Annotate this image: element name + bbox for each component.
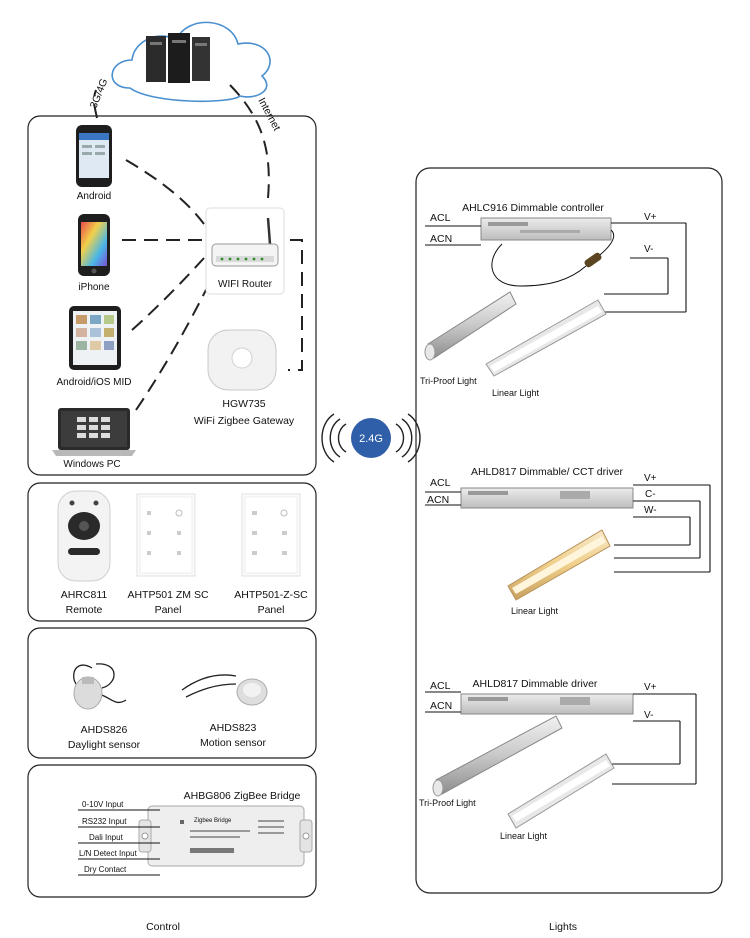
s1-vplus: V+ — [644, 212, 657, 223]
sensor-daylight-type: Daylight sensor — [68, 739, 141, 751]
bridge-input-dry: Dry Contact — [84, 865, 127, 874]
bridge-device-label: Zigbee Bridge — [194, 818, 232, 824]
remote-model: AHRC811 — [61, 589, 108, 601]
s2-driver — [461, 488, 633, 508]
panel-z-sc-model: AHTP501-Z-SC — [234, 589, 308, 601]
s2-vplus: V+ — [644, 473, 657, 484]
s3-driver — [461, 694, 633, 714]
s2-lamp1-label: Linear Light — [511, 606, 559, 616]
bridge-input-rs232: RS232 Input — [82, 817, 127, 826]
device-label-iphone: iPhone — [78, 282, 110, 293]
s2-wminus: W- — [644, 505, 657, 516]
s2-acl: ACL — [430, 477, 451, 489]
cloud — [112, 22, 270, 101]
bridge-input-ln: L/N Detect Input — [79, 849, 138, 858]
s3-lamp1-label: Tri-Proof Light — [419, 798, 476, 808]
touch-panel-zm — [137, 494, 195, 576]
panel-zm-model: AHTP501 ZM SC — [127, 589, 209, 601]
iphone — [78, 214, 110, 276]
tablet — [69, 306, 121, 370]
sensor-daylight-model: AHDS826 — [81, 724, 128, 736]
s3-acl: ACL — [430, 680, 451, 692]
s1-lamp1-label: Tri-Proof Light — [420, 376, 477, 386]
s2-title: AHLD817 Dimmable/ CCT driver — [471, 466, 624, 478]
remote-type: Remote — [66, 604, 103, 616]
panel-zm-type: Panel — [155, 604, 182, 616]
laptop — [52, 408, 136, 456]
bridge-input-dali: Dali Input — [89, 833, 124, 842]
panel-z-sc-type: Panel — [258, 604, 285, 616]
daylight-sensor — [74, 664, 126, 709]
badge-label: 2.4G — [359, 433, 383, 445]
s1-controller — [481, 218, 614, 286]
s2-linear-light — [508, 530, 610, 600]
s1-vminus: V- — [644, 244, 653, 255]
s1-lamp2-label: Linear Light — [492, 388, 540, 398]
sensor-motion-type: Motion sensor — [200, 737, 266, 749]
remote-control — [58, 491, 110, 581]
bridge-input-0-10v: 0-10V Input — [82, 800, 124, 809]
router-label: WIFI Router — [218, 279, 273, 290]
motion-sensor — [182, 675, 267, 705]
gateway-model: HGW735 — [222, 398, 265, 410]
s3-title: AHLD817 Dimmable driver — [473, 678, 598, 690]
bridge-device — [139, 806, 312, 866]
device-label-mid: Android/iOS MID — [56, 377, 131, 388]
server-icon — [146, 33, 210, 83]
s3-linear-light — [508, 754, 614, 828]
s1-triproof-light — [425, 292, 516, 360]
android-phone — [76, 125, 112, 187]
bridge-title: AHBG806 ZigBee Bridge — [184, 790, 301, 802]
s3-triproof-light — [433, 716, 562, 796]
s3-acn: ACN — [430, 700, 452, 712]
footer-control: Control — [146, 921, 180, 933]
cloud-left-link-label: 3G/4G — [88, 77, 111, 110]
gateway — [208, 330, 276, 390]
sensor-motion-model: AHDS823 — [210, 722, 257, 734]
s1-acl: ACL — [430, 212, 451, 224]
s3-vplus: V+ — [644, 682, 657, 693]
s3-lamp2-label: Linear Light — [500, 831, 548, 841]
s2-cminus: C- — [645, 489, 656, 500]
s1-acn: ACN — [430, 233, 452, 245]
touch-panel-z-sc — [242, 494, 300, 576]
s2-acn: ACN — [427, 494, 449, 506]
footer-lights: Lights — [549, 921, 577, 933]
s3-vminus: V- — [644, 710, 653, 721]
device-label-android: Android — [77, 191, 111, 202]
s1-title: AHLC916 Dimmable controller — [462, 202, 604, 214]
gateway-name: WiFi Zigbee Gateway — [194, 415, 295, 427]
device-label-pc: Windows PC — [63, 459, 120, 470]
